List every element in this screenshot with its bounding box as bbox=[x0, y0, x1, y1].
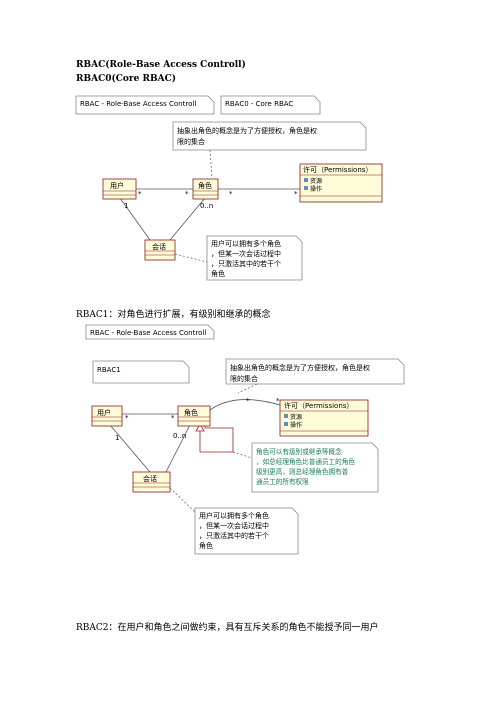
session-note-line: 用户可以拥有多个角色 bbox=[199, 511, 269, 520]
package-note-text: RBAC - Role-Base Access Controll bbox=[90, 329, 206, 337]
inheritance-note: 角色可以有级别或继承等概念 ，如总经理角色比普通员工的角色 级别更高，则总经理角… bbox=[251, 442, 379, 493]
session-note: 用户可以拥有多个角色 ，但某一次会话过程中 ，只激活其中的若干个 角色 bbox=[206, 235, 303, 281]
multiplicity: * bbox=[276, 397, 280, 405]
inheritance-arrow-icon bbox=[195, 423, 205, 432]
permissions-class: 许可（Permissions） 资源 操作 bbox=[299, 163, 383, 203]
user-class-name: 用户 bbox=[97, 408, 111, 417]
perm-attr-resource: 资源 bbox=[290, 413, 302, 421]
multiplicity: * bbox=[246, 397, 250, 405]
role-concept-note: 抽象出角色的概念是为了方便授权，角色是权 限的集合 bbox=[225, 358, 405, 385]
attribute-icon bbox=[304, 178, 308, 182]
role-class-name: 角色 bbox=[184, 408, 198, 417]
inherit-note-line: 角色可以有级别或继承等概念 bbox=[256, 447, 342, 456]
multiplicity: 0..n bbox=[200, 202, 213, 210]
user-class: 用户 bbox=[91, 405, 123, 427]
session-class: 会话 bbox=[132, 471, 171, 493]
attribute-icon bbox=[284, 414, 288, 418]
doc-title: RBAC(Role-Base Access Controll) bbox=[76, 60, 246, 70]
assoc-user-session bbox=[109, 424, 151, 473]
perm-attr-operation: 操作 bbox=[290, 421, 302, 429]
permissions-class: 许可（Permissions） 资源 操作 bbox=[279, 399, 369, 437]
role-inheritance-line bbox=[199, 422, 234, 453]
attribute-icon bbox=[284, 422, 288, 426]
rbac0-heading: RBAC0(Core RBAC) bbox=[76, 74, 177, 84]
session-note-line: ，但某一次会话过程中 bbox=[199, 521, 269, 530]
multiplicity: * bbox=[294, 190, 298, 198]
multiplicity: * bbox=[171, 414, 175, 422]
multiplicity: * bbox=[138, 190, 142, 198]
permissions-class-name: 许可（Permissions） bbox=[284, 401, 353, 410]
multiplicity: 1 bbox=[124, 202, 128, 210]
session-class-name: 会话 bbox=[152, 242, 166, 251]
assoc-user-session bbox=[119, 197, 151, 241]
inherit-note-line: 通员工的所有权限 bbox=[256, 477, 309, 486]
inherit-note-line: ，如总经理角色比普通员工的角色 bbox=[256, 457, 355, 466]
role-note-line: 限的集合 bbox=[230, 374, 258, 383]
session-class: 会话 bbox=[144, 239, 176, 261]
multiplicity: * bbox=[125, 414, 129, 422]
assoc-role-session bbox=[169, 197, 206, 241]
multiplicity: * bbox=[185, 190, 189, 198]
rbac1-caption: RBAC1：对角色进行扩展，有级别和继承的概念 bbox=[76, 310, 271, 320]
user-class: 用户 bbox=[102, 178, 137, 200]
session-note-line: ，只激活其中的若干个 bbox=[211, 259, 281, 268]
role-note-line: 抽象出角色的概念是为了方便授权，角色是权 bbox=[230, 363, 370, 372]
session-note-line: 角色 bbox=[199, 541, 213, 550]
multiplicity: 0..n bbox=[173, 432, 186, 440]
rbac1-diagram: RBAC - Role-Base Access Controll RBAC1 抽… bbox=[85, 324, 405, 555]
rbac2-caption: RBAC2：在用户和角色之间做约束，具有互斥关系的角色不能授予同一用户 bbox=[76, 623, 379, 633]
model-note: RBAC0 - Core RBAC bbox=[220, 95, 321, 115]
package-note-text: RBAC - Role-Base Access Controll bbox=[80, 100, 196, 108]
role-note-line: 抽象出角色的概念是为了方便授权，角色是权 bbox=[177, 126, 317, 135]
role-concept-note: 抽象出角色的概念是为了方便授权，角色是权 限的集合 bbox=[172, 121, 367, 151]
session-note: 用户可以拥有多个角色 ，但某一次会话过程中 ，只激活其中的若干个 角色 bbox=[194, 507, 299, 555]
permissions-class-name: 许可（Permissions） bbox=[303, 165, 372, 174]
role-note-line: 限的集合 bbox=[177, 137, 205, 146]
session-note-line: ，只激活其中的若干个 bbox=[199, 531, 269, 540]
package-note: RBAC - Role-Base Access Controll bbox=[85, 324, 215, 340]
session-note-line: 用户可以拥有多个角色 bbox=[211, 239, 281, 248]
perm-attr-operation: 操作 bbox=[310, 185, 322, 193]
role-class: 角色 bbox=[192, 178, 219, 200]
model-note-text: RBAC0 - Core RBAC bbox=[225, 100, 293, 108]
model-note-text: RBAC1 bbox=[97, 366, 121, 374]
model-note: RBAC1 bbox=[92, 360, 190, 384]
assoc-role-session bbox=[165, 424, 191, 473]
multiplicity: 1 bbox=[115, 434, 119, 442]
session-note-line: ，但某一次会话过程中 bbox=[211, 249, 281, 258]
role-class: 角色 bbox=[177, 405, 211, 427]
multiplicity: * bbox=[229, 190, 233, 198]
inherit-note-line: 级别更高，则总经理角色拥有普 bbox=[256, 467, 349, 476]
attribute-icon bbox=[304, 186, 308, 190]
session-note-line: 角色 bbox=[211, 269, 225, 278]
package-note: RBAC - Role-Base Access Controll bbox=[75, 95, 215, 115]
session-class-name: 会话 bbox=[143, 474, 157, 483]
user-class-name: 用户 bbox=[110, 181, 124, 190]
perm-attr-resource: 资源 bbox=[310, 177, 322, 185]
role-class-name: 角色 bbox=[198, 181, 212, 190]
assoc-role-perm bbox=[209, 399, 281, 411]
